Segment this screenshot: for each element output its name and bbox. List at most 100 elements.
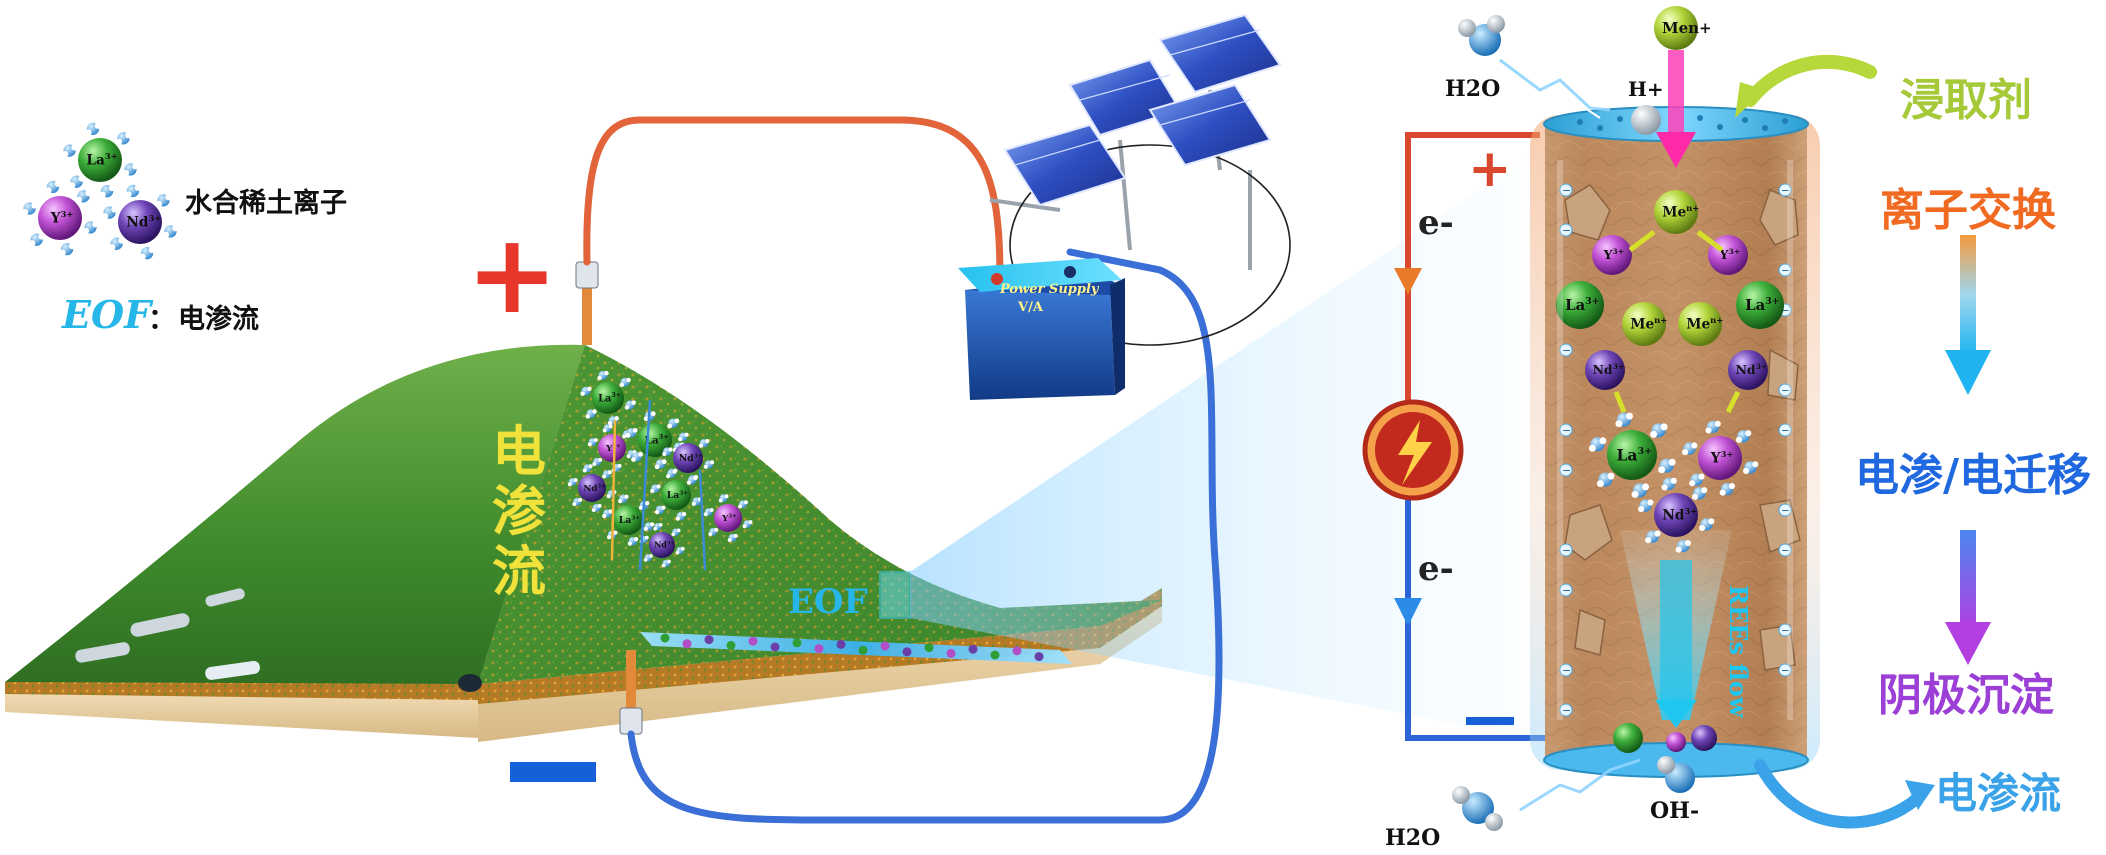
eof-channel	[640, 632, 1072, 664]
external-circuit	[1362, 132, 1545, 741]
channel-ion-dot	[968, 644, 978, 654]
negative-charge: −	[1559, 703, 1573, 717]
column-ion-0: Men+	[1654, 190, 1699, 234]
injection-me-label: Men+	[1662, 19, 1712, 37]
column-ion-10: Y3+	[1682, 420, 1759, 496]
svg-text:−: −	[1781, 424, 1790, 437]
svg-text:−: −	[1781, 664, 1790, 677]
channel-ion-dot	[748, 636, 758, 646]
negative-charge: −	[1559, 663, 1573, 677]
step-eof: 电渗流	[1935, 769, 2061, 818]
battery-brand: Power Supply	[999, 282, 1100, 297]
process-arrow-1	[1960, 235, 1976, 355]
soil-layer-left	[5, 682, 478, 700]
field-ion-6-label: La3+	[667, 490, 689, 501]
field-ion-3-label: Nd3+	[679, 453, 703, 464]
soil-layer-right	[478, 588, 1162, 704]
svg-text:−: −	[1562, 184, 1571, 197]
legend-ion-0: La3+	[62, 122, 139, 198]
mound-flow-arrow	[638, 399, 652, 571]
zoom-beam	[910, 150, 1540, 740]
column-ion-8: Nd3+	[1728, 350, 1768, 390]
negative-charge: −	[1559, 183, 1573, 197]
legend-hydrated-label: 水合稀土离子	[185, 187, 347, 219]
column-ion-7: Nd3+	[1585, 350, 1625, 390]
electron-label-bottom: e-	[1418, 549, 1454, 589]
leachant-curve-arrow	[1743, 55, 1877, 107]
field-ion-8-label: Nd3+	[654, 540, 675, 550]
column-ion-3: La3+	[1556, 281, 1604, 329]
channel-ions	[660, 633, 1044, 662]
column-ions: Men+Y3+Y3+La3+Men+Men+La3+Nd3+Nd3+La3+Y3…	[1556, 190, 1784, 553]
exchange-arrow	[1725, 390, 1741, 414]
battery: Power Supply V/A	[958, 258, 1125, 400]
legend-eof-sep: ：	[148, 302, 176, 335]
rees-flow-label: REEs flow	[1724, 585, 1753, 719]
mound-left-face	[5, 344, 585, 684]
lightning-icon	[1398, 420, 1432, 485]
negative-charge: −	[1778, 623, 1792, 637]
negative-wire	[627, 248, 1223, 824]
anode-electrode	[575, 261, 599, 345]
process-arrow-2	[1960, 530, 1976, 630]
rees-flow-arrowhead	[1655, 700, 1697, 728]
svg-text:−: −	[1562, 704, 1571, 717]
field-minus-sign	[510, 762, 596, 782]
negative-charge: −	[1559, 543, 1573, 557]
negative-charge: −	[1778, 423, 1792, 437]
channel-ion-dot	[924, 643, 934, 653]
column-ion-5: Men+	[1678, 302, 1723, 346]
field-ion-5-label: La3+	[619, 515, 641, 526]
column-ion-6: La3+	[1736, 281, 1784, 329]
circuit-plus: +	[1468, 139, 1512, 199]
negative-charge: −	[1778, 183, 1792, 197]
step-electroosmosis: 电渗/电迁移	[1855, 450, 2091, 501]
solar-panels	[989, 13, 1291, 346]
negative-charge: −	[1778, 503, 1792, 517]
electron-arrow-down	[1394, 598, 1422, 626]
base-slab-left	[5, 692, 478, 738]
channel-ion-dot	[1034, 652, 1044, 662]
mound-flow-arrow	[698, 469, 707, 571]
zoom-window	[879, 571, 911, 619]
svg-text:−: −	[1562, 544, 1571, 557]
channel-ion-dot	[946, 648, 956, 658]
water-molecule-bottom	[1452, 756, 1695, 831]
step-ion-exchange: 离子交换	[1880, 185, 2056, 236]
negative-charge: −	[1559, 223, 1573, 237]
mound-text-2: 渗	[492, 480, 546, 543]
channel-ion-dot	[770, 642, 780, 652]
legend-eof-desc: 电渗流	[178, 303, 259, 335]
exchange-arrow	[1628, 230, 1656, 252]
precipitate-balls	[1613, 723, 1717, 753]
channel-ion-dot	[990, 650, 1000, 660]
field-ion-7: Y3+	[703, 494, 753, 542]
circuit-minus	[1466, 717, 1514, 725]
negative-charge: −	[1559, 343, 1573, 357]
electron-label-top: e-	[1418, 203, 1454, 243]
svg-text:−: −	[1562, 584, 1571, 597]
negative-charge: −	[1778, 543, 1792, 557]
svg-text:−: −	[1781, 624, 1790, 637]
svg-text:−: −	[1781, 264, 1790, 277]
svg-text:−: −	[1562, 664, 1571, 677]
channel-ion-dot	[792, 638, 802, 648]
water-molecule-top	[1458, 15, 1611, 119]
channel-ion-dot	[682, 639, 692, 649]
column-ion-4: Men+	[1622, 302, 1667, 346]
h2o-top-label: H2O	[1445, 76, 1500, 102]
legend-ion-2: Nd3+	[102, 184, 179, 260]
field-ion-7-label: Y3+	[721, 513, 736, 524]
channel-ion-dot	[858, 645, 868, 655]
channel-ion-dot	[726, 640, 736, 650]
negative-charge: −	[1559, 423, 1573, 437]
negative-charge: −	[1559, 463, 1573, 477]
svg-text:−: −	[1781, 504, 1790, 517]
mound-text-1: 电	[492, 420, 546, 483]
drain-pipes	[75, 588, 482, 692]
field-ion-5: La3+	[602, 494, 655, 546]
exchange-arrow	[1696, 230, 1724, 252]
field-ion-6: La3+	[650, 469, 703, 521]
